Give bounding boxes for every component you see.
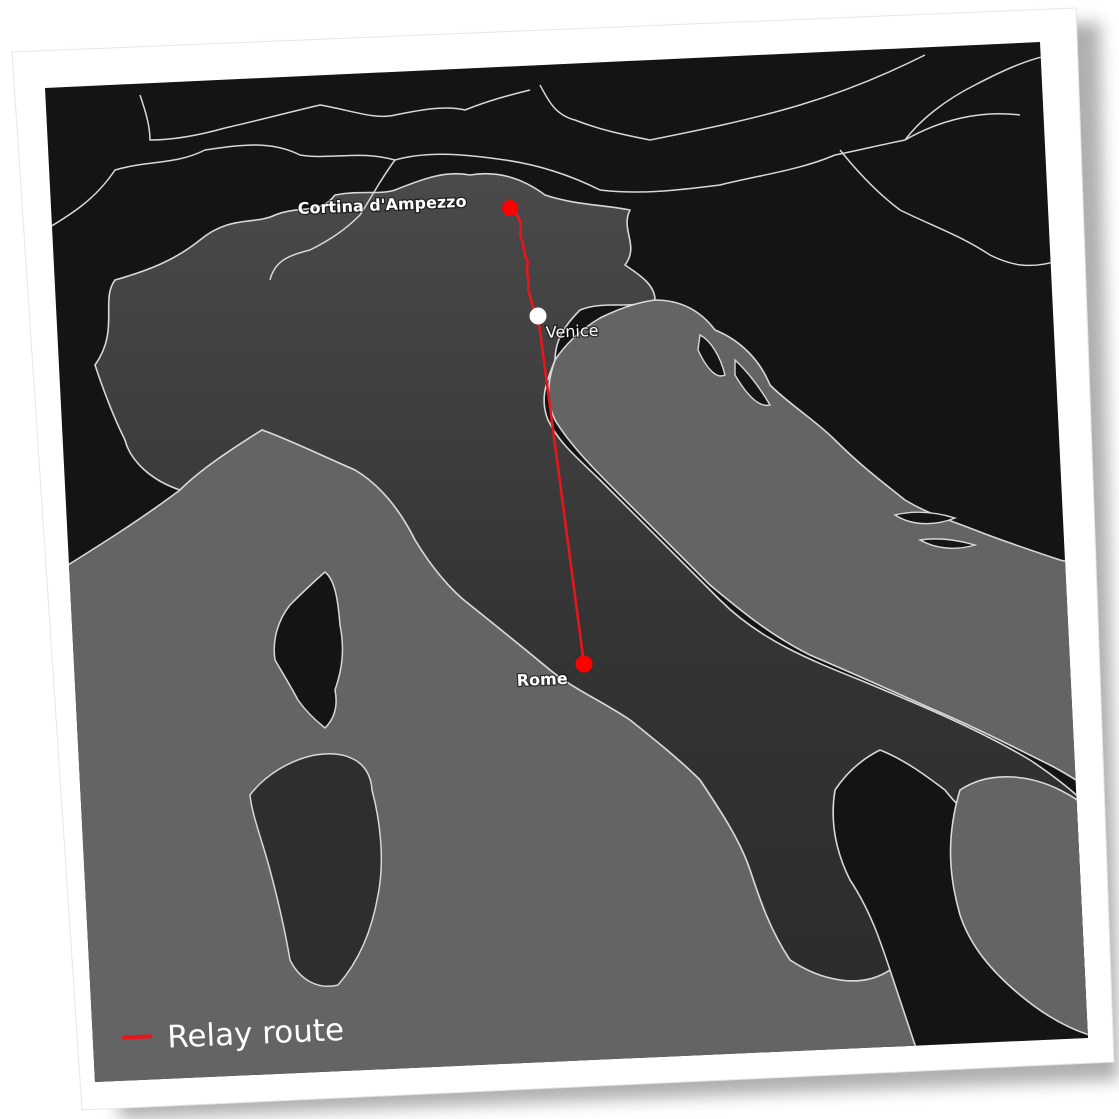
island-dalmatia-3 [893,511,958,525]
north-border-3 [539,54,926,141]
legend: Relay route [122,1012,345,1056]
balkan-coast [547,299,1088,801]
north-border-5 [904,54,1051,141]
relay-route [508,206,586,666]
label-rome: Rome [516,669,568,690]
north-border-2 [139,89,531,141]
tyrrhenian-region [59,429,921,1082]
legend-swatch [122,1034,153,1040]
label-venice: Venice [545,321,599,342]
island-corsica [273,571,344,729]
marker-cortina [502,200,518,216]
island-sardinia [249,753,383,987]
legend-label: Relay route [166,1012,344,1056]
marker-rome [575,655,593,673]
north-border-6 [269,159,396,281]
island-dalmatia-4 [917,538,978,549]
north-border-1 [45,112,1021,231]
southeast-land [949,776,1088,1041]
island-dalmatia-1 [697,333,726,377]
north-border-4 [839,149,1061,267]
marker-venice [529,307,547,325]
island-dalmatia-2 [734,358,772,406]
